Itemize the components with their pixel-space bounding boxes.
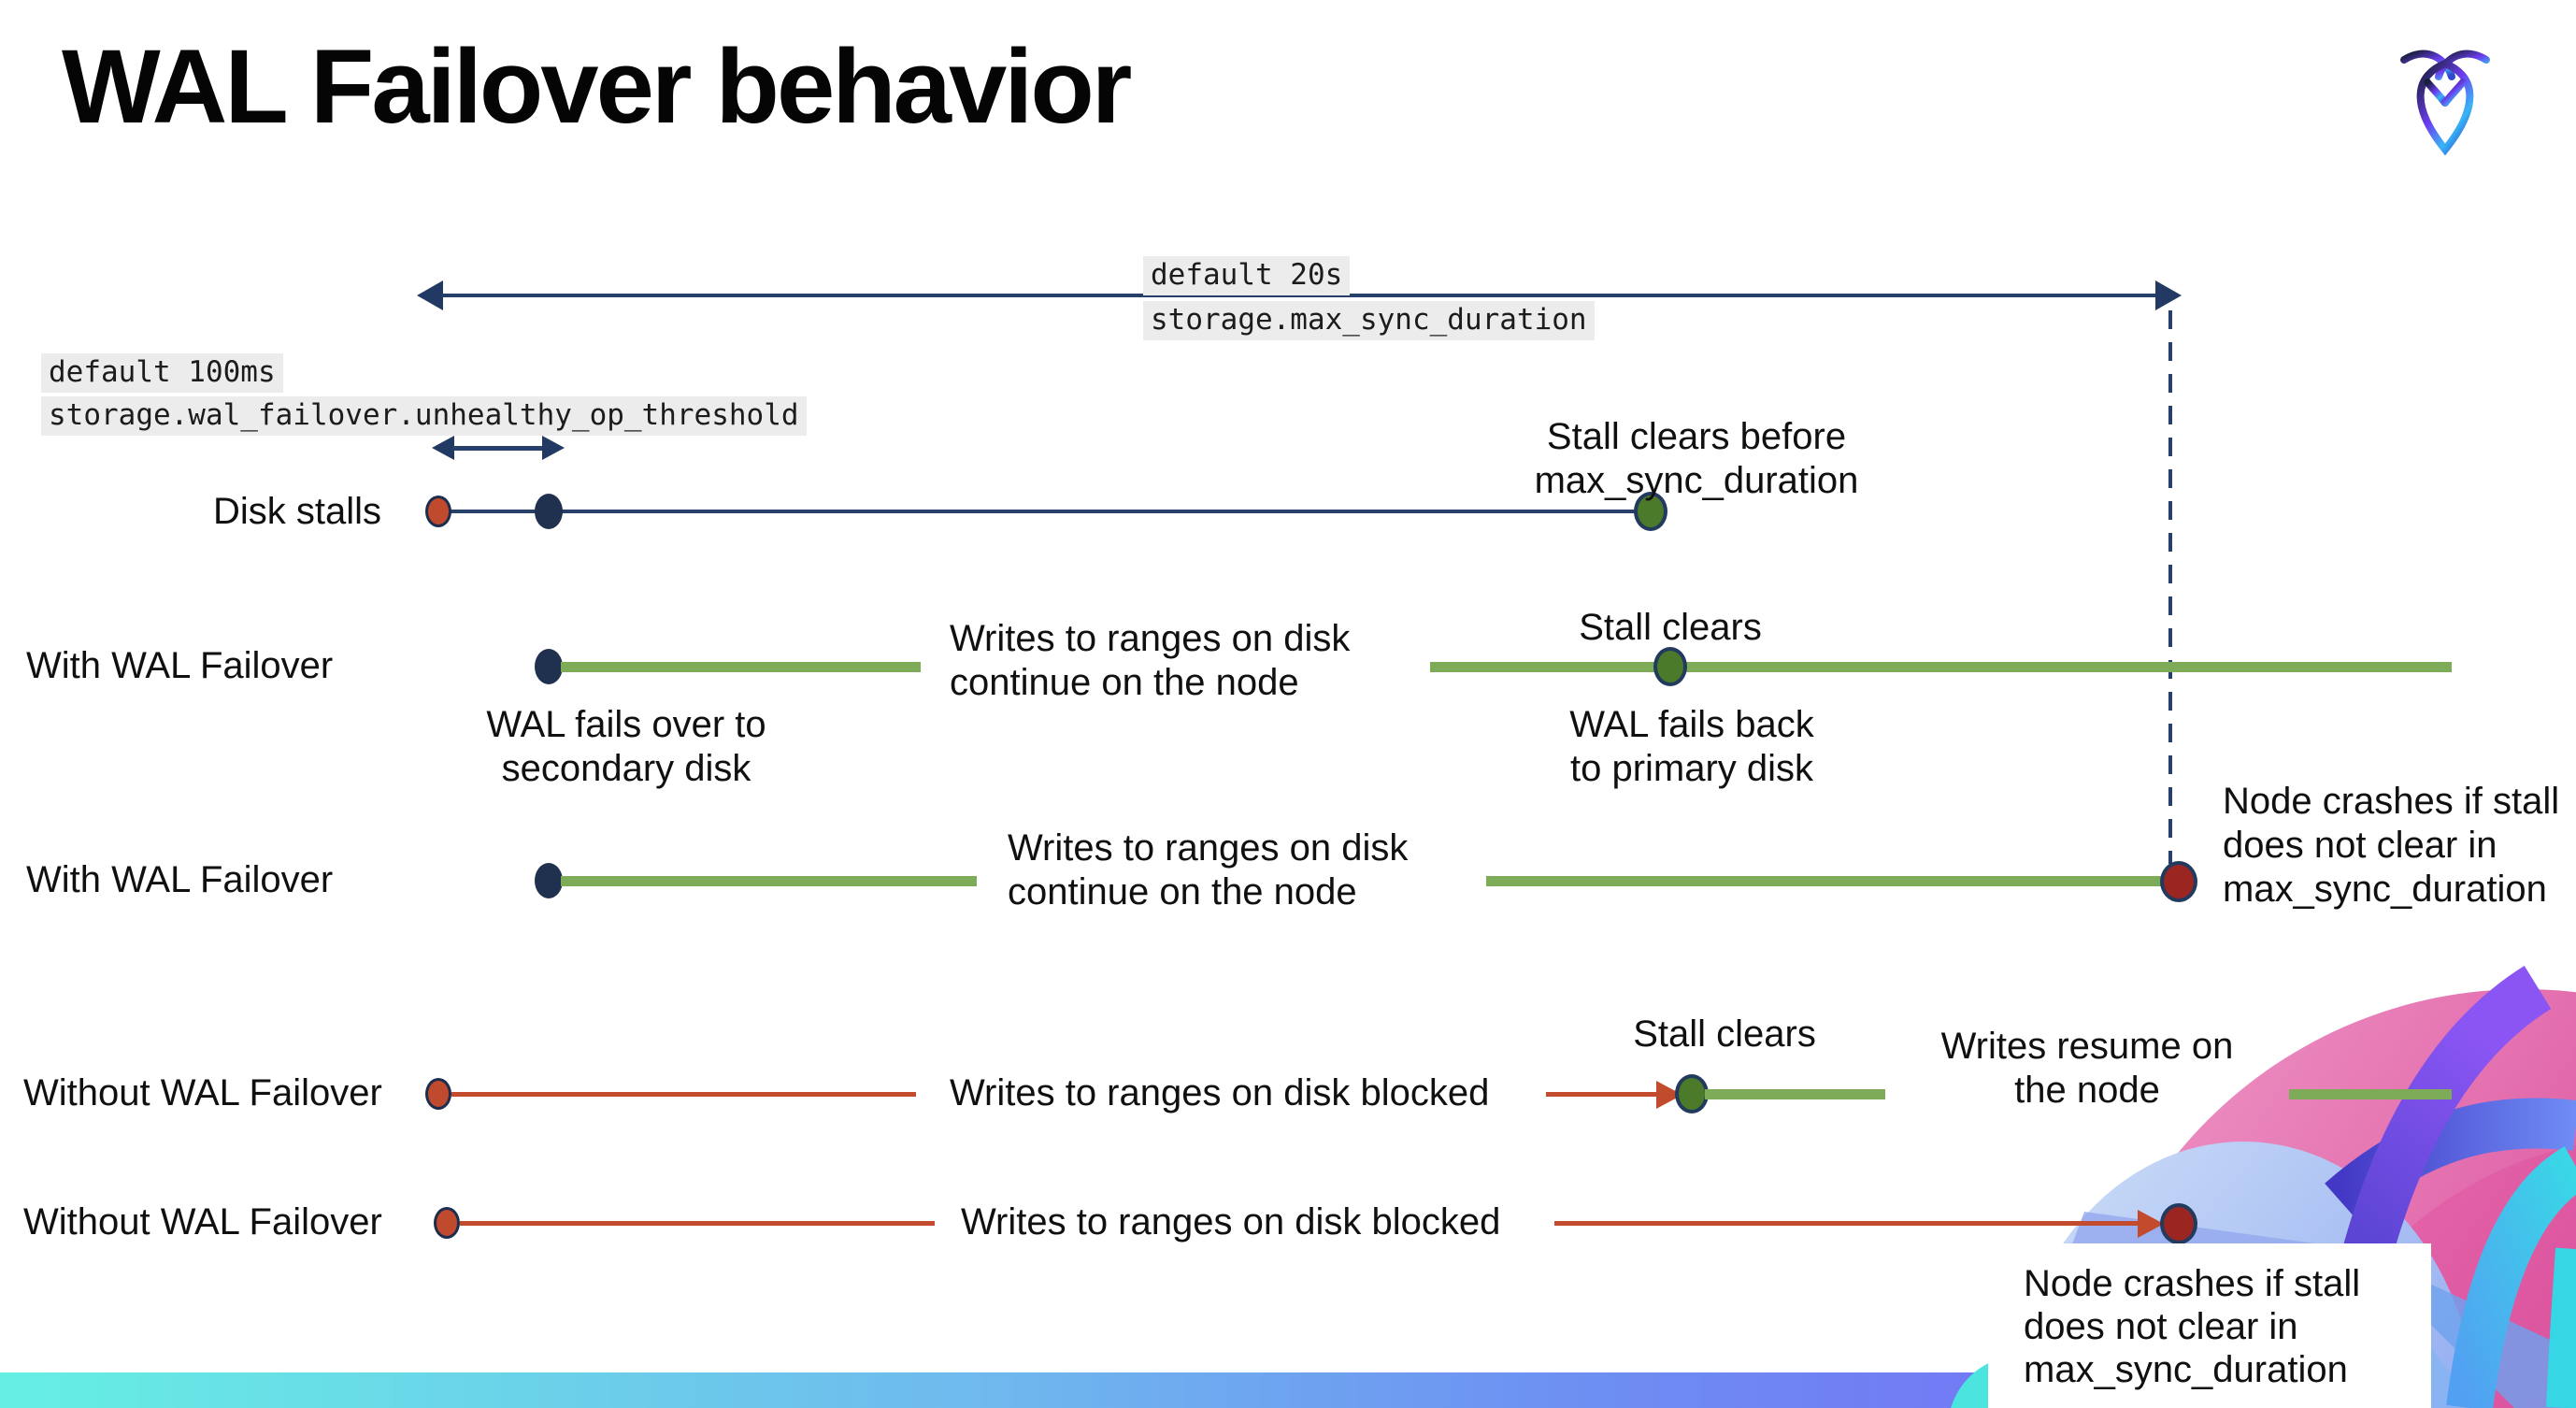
cockroachdb-logo-icon — [2400, 50, 2490, 155]
row-label-disk-stalls: Disk stalls — [212, 491, 381, 532]
max-sync-setting-label: storage.max_sync_duration — [1143, 301, 1595, 340]
top-arrow-line — [441, 294, 2155, 297]
row0-stall-clears-dot — [1634, 492, 1667, 531]
row2-writes-text: Writes to ranges on disk continue on the… — [1008, 827, 1409, 912]
row1-green-line-2 — [1430, 662, 2452, 672]
top-arrow-right-head — [2155, 280, 2182, 310]
row4-red-line-1 — [460, 1221, 935, 1226]
threshold-arrow-line — [452, 446, 542, 451]
row1-failback-text: WAL fails back to primary disk — [1569, 704, 1814, 789]
row0-stall-clears-text: Stall clears before max_sync_duration — [1534, 416, 1859, 501]
row-label-without-wal-failover-1: Without WAL Failover — [23, 1072, 382, 1113]
row-label-with-wal-failover-1: With WAL Failover — [26, 645, 334, 686]
threshold-setting-label: storage.wal_failover.unhealthy_op_thresh… — [41, 396, 807, 436]
top-arrow-left-head — [417, 280, 443, 310]
max-sync-dashed-line — [2168, 310, 2172, 864]
row4-stall-start-dot — [434, 1207, 460, 1239]
row3-stall-clears-text: Stall clears — [1633, 1013, 1816, 1055]
threshold-default-label: default 100ms — [41, 353, 283, 393]
max-sync-default-label: default 20s — [1143, 256, 1351, 295]
row3-resume-text: Writes resume on the node — [1940, 1026, 2234, 1111]
row1-writes-text: Writes to ranges on disk continue on the… — [950, 618, 1351, 703]
row0-line — [438, 510, 1650, 513]
row1-green-line-1 — [561, 662, 921, 672]
row3-red-line-2 — [1546, 1092, 1664, 1097]
row1-stall-clears-text: Stall clears — [1579, 607, 1762, 648]
row4-crash-text: Node crashes if stall does not clear in … — [2024, 1263, 2361, 1390]
row2-crash-dot — [2160, 861, 2197, 902]
row2-failover-dot — [535, 863, 563, 898]
row-label-with-wal-failover-2: With WAL Failover — [26, 859, 334, 900]
row1-failover-text: WAL fails over to secondary disk — [486, 704, 766, 789]
row0-failover-threshold-dot — [535, 494, 563, 529]
row-label-without-wal-failover-2: Without WAL Failover — [23, 1201, 382, 1243]
page-title: WAL Failover behavior — [62, 28, 1132, 145]
row1-failover-dot — [535, 649, 563, 684]
row2-crash-text: Node crashes if stall does not clear in … — [2223, 781, 2560, 910]
row0-stall-start-dot — [425, 496, 451, 527]
row1-stall-clears-dot — [1653, 647, 1687, 686]
threshold-arrow-right-head — [542, 436, 565, 460]
row3-green-line-1 — [1705, 1089, 1885, 1099]
row3-red-line-1 — [451, 1092, 916, 1097]
row4-crash-dot — [2160, 1203, 2197, 1244]
row3-writes-text: Writes to ranges on disk blocked — [950, 1072, 1490, 1113]
row3-green-line-2 — [2289, 1089, 2452, 1099]
crash-callout-box — [1988, 1243, 2431, 1408]
row4-red-line-2 — [1554, 1221, 2143, 1226]
row2-green-line-2 — [1486, 876, 2167, 886]
row3-stall-clears-dot — [1675, 1074, 1709, 1113]
row4-red-arrowhead — [2138, 1210, 2164, 1238]
row2-green-line-1 — [561, 876, 977, 886]
row3-stall-start-dot — [425, 1078, 451, 1110]
row4-writes-text: Writes to ranges on disk blocked — [961, 1201, 1501, 1243]
threshold-arrow-left-head — [432, 436, 454, 460]
